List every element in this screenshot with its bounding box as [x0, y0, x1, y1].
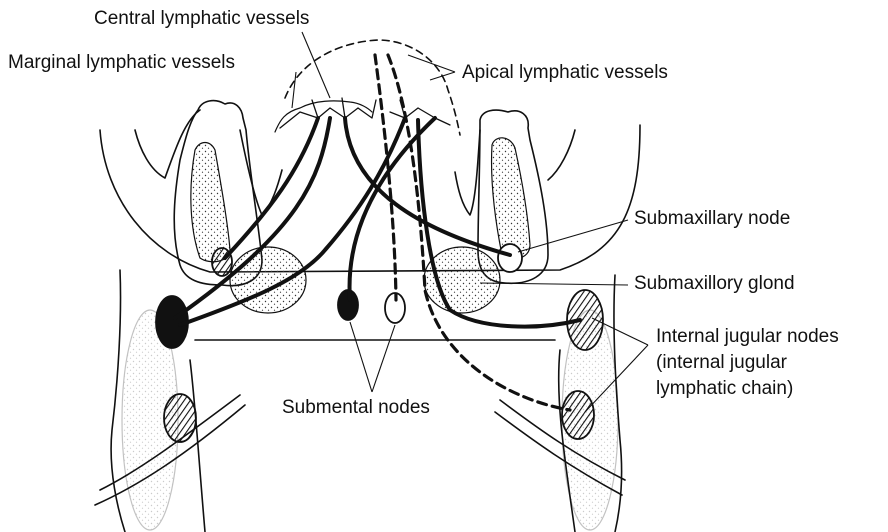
label-submental-nodes: Submental nodes: [282, 397, 430, 419]
label-internal-jugular-nodes: Internal jugular nodes: [656, 326, 839, 348]
leader-central: [302, 32, 330, 98]
left-jugular-node-lower: [164, 394, 196, 442]
leader-apical-2: [430, 72, 455, 80]
leader-submental-1: [350, 322, 372, 392]
right-submaxillary-node: [498, 244, 522, 272]
right-lingual-fold: [455, 130, 480, 215]
leader-submental-2: [372, 325, 395, 392]
label-submaxillary-gland: Submaxillory glond: [634, 273, 795, 295]
label-submaxillary-node: Submaxillary node: [634, 208, 790, 230]
left-tooth-marrow: [191, 143, 230, 262]
leader-marginal: [292, 72, 296, 108]
right-gingiva: [548, 130, 575, 180]
label-marginal-lymphatic-vessels: Marginal lymphatic vessels: [8, 52, 235, 74]
apical-vessel-right: [388, 55, 570, 410]
left-gingiva: [135, 110, 200, 178]
right-tooth-marrow: [492, 138, 530, 259]
leader-submaxillary-node: [518, 220, 628, 252]
label-internal-jugular-chain: (internal jugular: [656, 352, 787, 374]
label-apical-lymphatic-vessels: Apical lymphatic vessels: [462, 62, 668, 84]
label-lymphatic-chain: lymphatic chain): [656, 378, 793, 400]
vessel-branches: [280, 98, 450, 128]
right-jugular-node-lower: [562, 391, 594, 439]
tongue-margin-vessels: [275, 101, 372, 132]
label-central-lymphatic-vessels: Central lymphatic vessels: [94, 8, 309, 30]
leader-submaxillary-gland: [480, 283, 628, 285]
leader-apical-1: [408, 55, 455, 72]
left-lingual-fold: [240, 130, 282, 215]
